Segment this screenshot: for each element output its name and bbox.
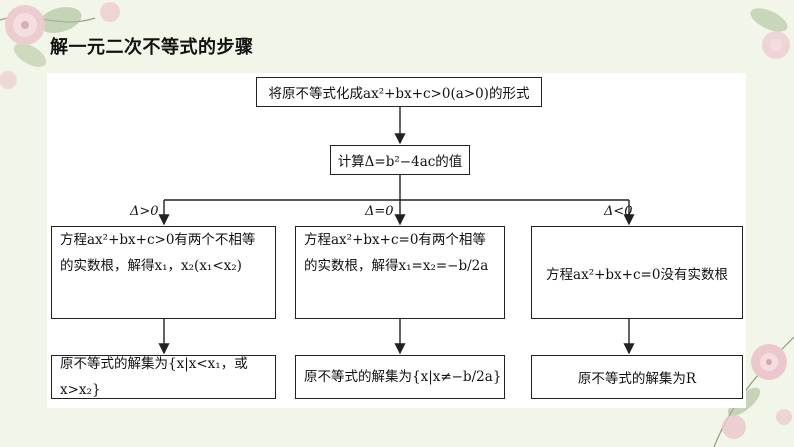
roots-positive-line2: 的实数根，解得x₁，x₂(x₁<x₂): [60, 258, 242, 274]
flowchart-connectors: [158, 105, 635, 355]
roots-box-zero: 方程ax²+bx+c=0有两个相等 的实数根，解得x₁=x₂=−b/2a: [295, 226, 505, 319]
solution-positive-text: 原不等式的解集为{x|x<x₁，或x>x₂}: [60, 356, 248, 398]
condition-label-negative: Δ<0: [604, 204, 633, 219]
step-compute-box: 计算Δ=b²−4ac的值: [330, 145, 470, 175]
roots-zero-line2: 的实数根，解得x₁=x₂=−b/2a: [304, 258, 489, 274]
roots-negative-text: 方程ax²+bx+c=0没有实数根: [546, 266, 728, 283]
flowchart-panel: 将原不等式化成ax²+bx+c>0(a>0)的形式 计算Δ=b²−4ac的值 Δ…: [47, 73, 746, 408]
condition-label-zero: Δ=0: [365, 204, 394, 219]
solution-box-zero: 原不等式的解集为{x|x≠−b/2a}: [295, 355, 505, 399]
roots-zero-line1: 方程ax²+bx+c=0有两个相等: [304, 232, 486, 248]
step-top-text: 将原不等式化成ax²+bx+c>0(a>0)的形式: [268, 86, 530, 102]
solution-negative-text: 原不等式的解集为R: [577, 371, 697, 387]
roots-box-negative: 方程ax²+bx+c=0没有实数根: [531, 226, 743, 319]
condition-label-positive: Δ>0: [130, 204, 159, 219]
roots-positive-line1: 方程ax²+bx+c>0有两个不相等: [60, 232, 256, 248]
slide-title: 解一元二次不等式的步骤: [50, 37, 254, 58]
roots-box-positive: 方程ax²+bx+c>0有两个不相等 的实数根，解得x₁，x₂(x₁<x₂): [51, 226, 276, 319]
solution-box-negative: 原不等式的解集为R: [531, 355, 743, 399]
step-compute-text: 计算Δ=b²−4ac的值: [337, 154, 463, 170]
flower-decoration-top-right: [750, 8, 790, 59]
solution-zero-text: 原不等式的解集为{x|x≠−b/2a}: [304, 369, 502, 385]
flower-decoration-top-left: [0, 2, 120, 89]
step-top-box: 将原不等式化成ax²+bx+c>0(a>0)的形式: [256, 77, 542, 107]
solution-box-positive: 原不等式的解集为{x|x<x₁，或x>x₂}: [51, 355, 276, 399]
